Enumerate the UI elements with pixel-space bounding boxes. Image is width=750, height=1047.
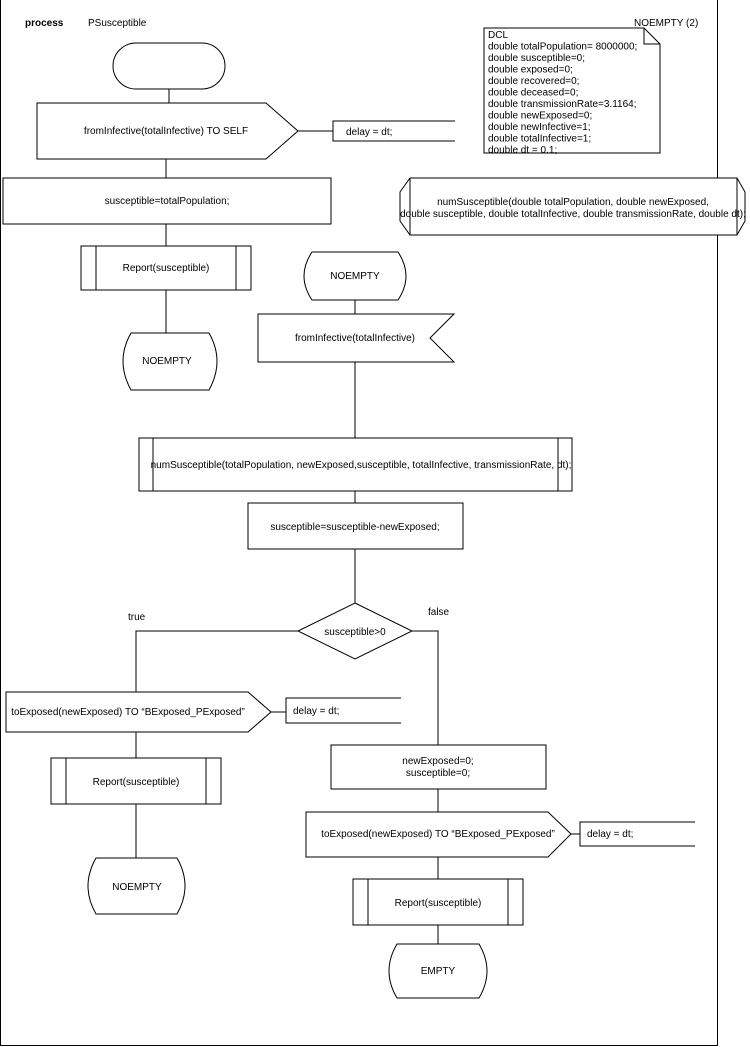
true-label: true <box>128 612 146 623</box>
output-to-exposed-false <box>305 811 572 858</box>
procedure-declaration-box: numSusceptible(double totalPopulation, d… <box>399 177 746 236</box>
input-from-infective <box>257 313 456 363</box>
start-symbol <box>112 42 226 90</box>
declaration-text-box: DCL double totalPopulation= 8000000; dou… <box>483 27 661 156</box>
state-empty: EMPTY <box>388 943 488 999</box>
task-init-label: susceptible=totalPopulation; <box>105 196 230 207</box>
task-update-susceptible-label: susceptible=susceptible-newExposed; <box>270 522 439 533</box>
report-call-3-label: Report(susceptible) <box>395 898 482 909</box>
false-branch-line <box>412 630 439 745</box>
output-from-infective-label: fromInfective(totalInfective) TO SELF <box>84 126 248 137</box>
task-update-susceptible <box>247 502 464 550</box>
input-from-infective-label: fromInfective(totalInfective) <box>295 333 415 344</box>
declaration-text: DCL double totalPopulation= 8000000; dou… <box>488 30 640 156</box>
procedure-call-report-2: Report(susceptible) <box>50 757 222 805</box>
false-comment-bracket <box>579 821 695 847</box>
num-susceptible-call-label: numSusceptible(totalPopulation, newExpos… <box>151 460 572 471</box>
report-call-2-label: Report(susceptible) <box>93 777 180 788</box>
procedure-declaration-line2: double susceptible, double totalInfectiv… <box>400 209 746 220</box>
state-empty-label: EMPTY <box>421 966 456 977</box>
true-comment-text: delay = dt; <box>293 706 339 717</box>
state-noempty-1-label: NOEMPTY <box>142 356 192 367</box>
page-frame <box>0 0 718 1046</box>
false-comment-text: delay = dt; <box>587 829 633 840</box>
output-to-exposed-false-label: toExposed(newExposed) TO “BExposed_PExpo… <box>321 829 555 840</box>
task-reset-line2: susceptible=0; <box>406 768 470 779</box>
page-label: NOEMPTY (2) <box>634 18 698 29</box>
state-noempty-1: NOEMPTY <box>122 332 218 391</box>
output-to-exposed-true-label: toExposed(newExposed) TO “BExposed_PExpo… <box>11 707 245 718</box>
procedure-call-report-3: Report(susceptible) <box>352 878 524 926</box>
true-branch-line <box>135 630 298 692</box>
task-reset-line1: newExposed=0; <box>402 756 473 767</box>
true-comment-bracket <box>285 697 401 724</box>
decision-susceptible <box>296 602 414 660</box>
state-noempty-main-label: NOEMPTY <box>330 271 380 282</box>
report-call-label: Report(susceptible) <box>123 263 210 274</box>
task-init-susceptible <box>2 177 332 225</box>
process-keyword: process <box>25 18 64 29</box>
output-to-exposed-true <box>5 691 272 733</box>
output-from-infective-self <box>36 102 299 160</box>
procedure-declaration-line1: numSusceptible(double totalPopulation, d… <box>437 197 709 208</box>
task-reset-values <box>330 744 547 790</box>
state-noempty-main: NOEMPTY <box>303 251 407 301</box>
timer-comment-text: delay = dt; <box>346 127 392 138</box>
decision-label: susceptible>0 <box>324 627 386 638</box>
state-noempty-2: NOEMPTY <box>87 857 186 915</box>
timer-comment-bracket <box>332 120 455 142</box>
process-name: PSusceptible <box>88 18 147 29</box>
procedure-call-report-1: Report(susceptible) <box>80 245 252 291</box>
state-noempty-2-label: NOEMPTY <box>112 882 162 893</box>
procedure-call-num-susceptible: numSusceptible(totalPopulation, newExpos… <box>138 437 573 492</box>
false-label: false <box>428 607 450 618</box>
